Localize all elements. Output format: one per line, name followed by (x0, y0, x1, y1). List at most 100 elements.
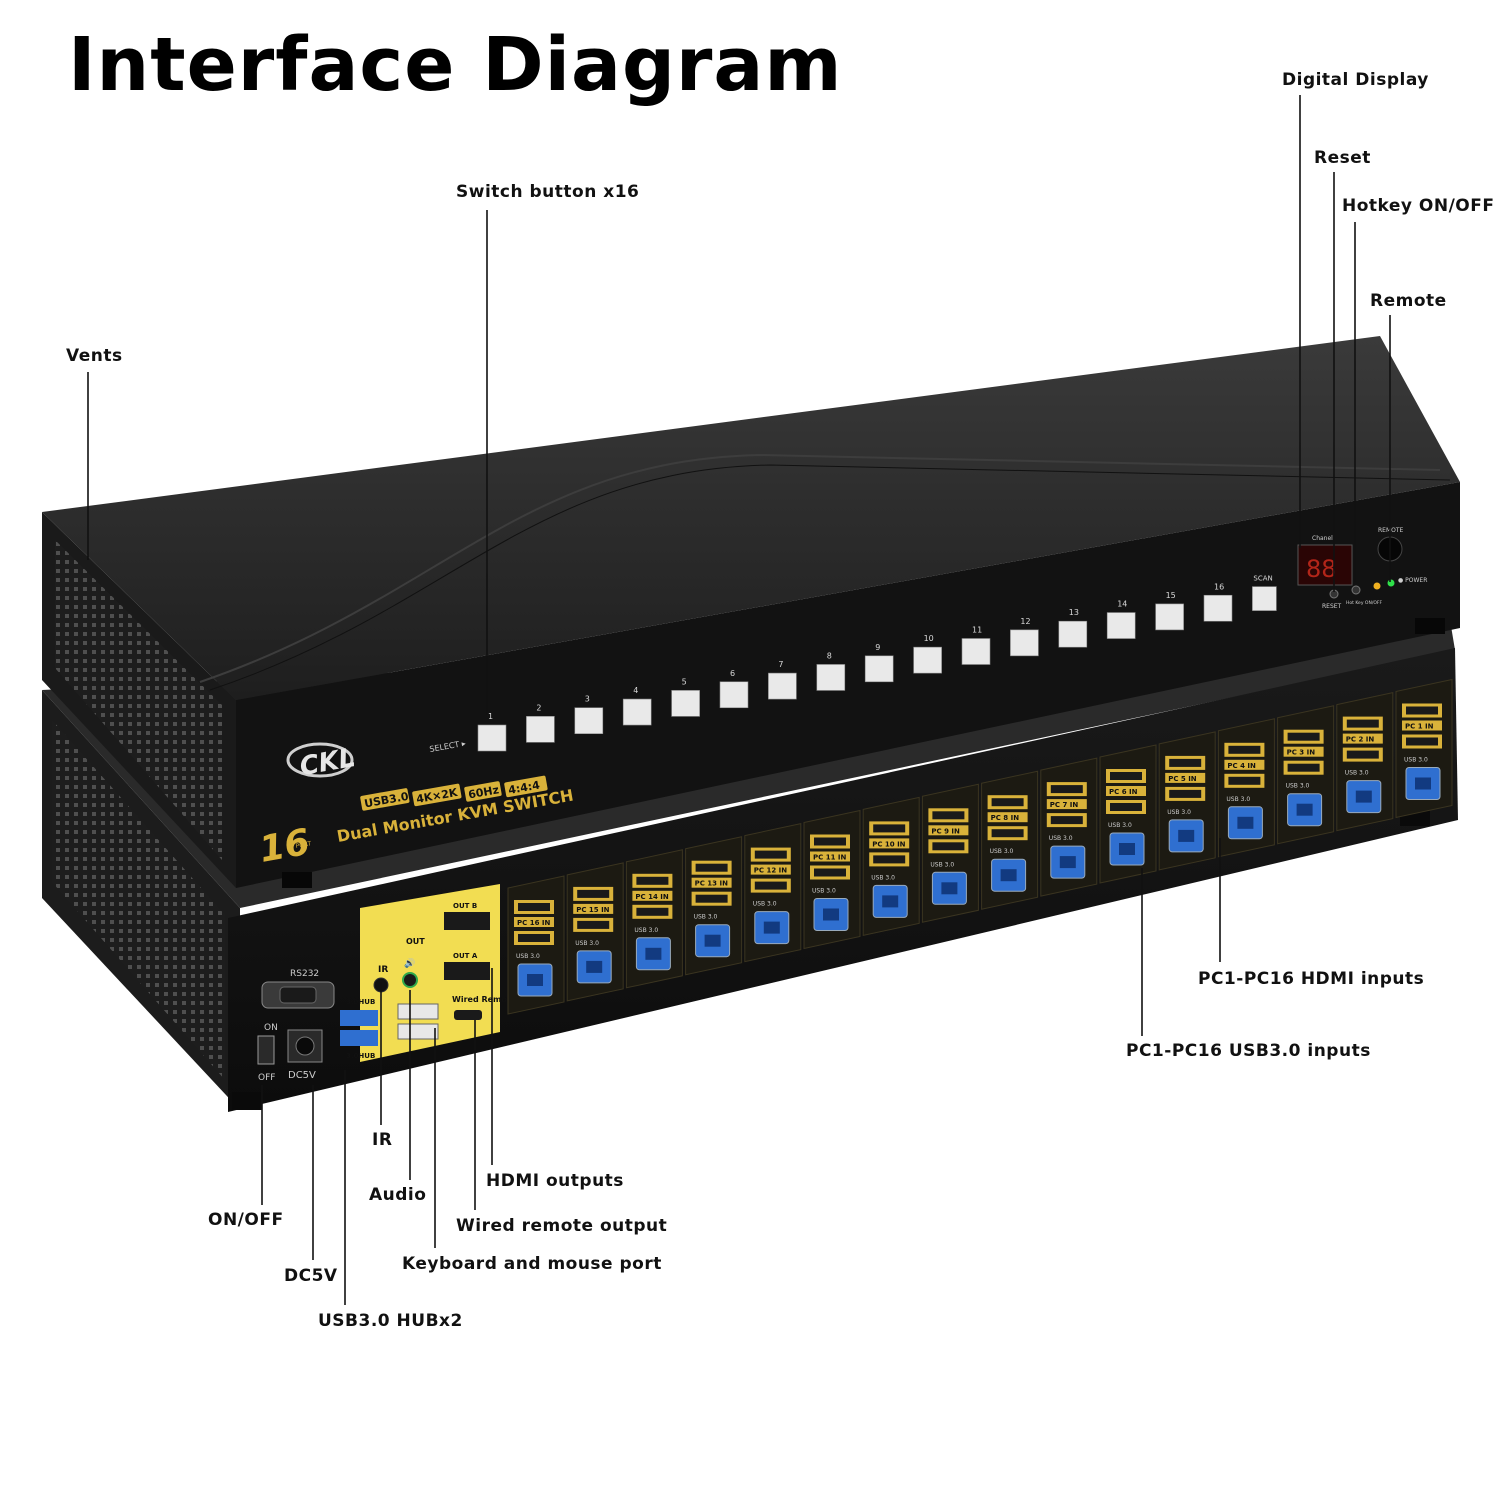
switch-button-14[interactable] (1106, 612, 1136, 639)
switch-button-number: 6 (730, 669, 735, 678)
pc-label: PC 6 IN (1109, 788, 1138, 796)
digital-display (1297, 544, 1353, 586)
pc-label: PC 1 IN (1405, 723, 1434, 731)
usb-b-input-socket (1000, 869, 1017, 882)
switch-button-4[interactable] (622, 698, 652, 726)
switch-button-number: 7 (778, 660, 783, 669)
pc-label: PC 13 IN (695, 880, 728, 888)
pc-label-plate (1106, 786, 1146, 796)
pc-label: PC 7 IN (1050, 801, 1079, 809)
spec-badge-bg (360, 788, 410, 811)
hdmi-input-b-slot (1050, 785, 1083, 794)
hdmi-input-b-slot (1169, 758, 1202, 767)
hdmi-input-a-slot (1169, 789, 1202, 798)
hdmi-input-a-slot (1346, 750, 1379, 759)
out-caption: OUT (406, 937, 425, 946)
hdmi-inputs-label: PC1-PC16 HDMI inputs (1198, 969, 1425, 989)
switch-button-5[interactable] (671, 690, 700, 717)
hdmi-input-b-slot (577, 889, 610, 898)
pc-label-plate (1224, 759, 1265, 770)
hdmi-input-b-slot (1287, 732, 1320, 741)
switch-button-7[interactable] (768, 672, 797, 700)
dc5v-label: DC5V (284, 1266, 338, 1286)
switch-button-13[interactable] (1058, 620, 1088, 648)
hdmi-input-a-slot (1287, 763, 1320, 772)
spec-badge-bg (504, 775, 548, 798)
pc-label: PC 4 IN (1227, 762, 1256, 770)
input-column-pc2: PC 2 IN USB 3.0 (1336, 691, 1394, 832)
out-b-caption: OUT B (453, 902, 477, 910)
hub-caption-bottom: 3.0HUB (346, 1052, 375, 1060)
spec-badge-bg (412, 783, 462, 807)
dc5v-caption: DC5V (288, 1070, 316, 1081)
switch-button-number: 9 (875, 643, 880, 652)
usb-b-input-socket (1178, 829, 1195, 842)
usb-label: USB 3.0 (930, 861, 954, 868)
wired-remote-port (454, 1010, 482, 1020)
ir-caption: IR (378, 965, 388, 975)
switch-button-6[interactable] (719, 681, 749, 709)
usb-b-input-socket (1415, 777, 1431, 790)
switch-button-number: 13 (1069, 608, 1079, 617)
power-switch[interactable] (257, 1035, 275, 1065)
pc-label: PC 11 IN (813, 854, 846, 862)
pc-label-plate (1342, 733, 1383, 744)
switch-button-1[interactable] (477, 724, 507, 752)
hdmi-input-a-slot (814, 868, 846, 877)
hdmi-input-a-slot (1406, 737, 1438, 746)
usb-label: USB 3.0 (516, 953, 540, 960)
switch-button-number: 10 (924, 634, 934, 643)
on-off-label: ON/OFF (208, 1210, 284, 1230)
hdmi-input-a-slot (991, 829, 1024, 838)
usb-b-input-socket (1237, 816, 1254, 829)
power-led (1387, 579, 1395, 587)
switch-button-12[interactable] (1010, 629, 1039, 657)
pc-label-plate (1402, 720, 1442, 731)
switch-button-number: 16 (1214, 582, 1224, 591)
hdmi-input-a-slot (754, 881, 787, 890)
pc-label-plate (1283, 746, 1324, 757)
usb-b-input-socket (704, 934, 721, 947)
switch-button-number: 11 (972, 626, 982, 635)
on-caption: ON (264, 1023, 278, 1033)
usb-label: USB 3.0 (1345, 770, 1369, 777)
pc-label: PC 2 IN (1346, 736, 1375, 744)
hdmi-input-a-slot (1050, 816, 1083, 825)
model-number: 16 (256, 822, 312, 871)
off-caption: OFF (258, 1073, 275, 1083)
hdmi-input-a-slot (873, 855, 906, 864)
switch-button-16[interactable] (1203, 594, 1233, 622)
wired-remote-output-label: Wired remote output (456, 1216, 668, 1236)
hdmi-input-b-slot (754, 850, 787, 859)
switch-button-9[interactable] (864, 655, 894, 683)
pc-label: PC 5 IN (1168, 775, 1197, 783)
switch-button-11[interactable] (961, 638, 991, 665)
spec-badge-bg (464, 781, 502, 802)
hdmi-input-b-slot (873, 824, 906, 833)
usb-label: USB 3.0 (634, 927, 658, 934)
scan-button[interactable] (1252, 586, 1277, 611)
hub-caption-top: 3.0HUB (346, 998, 375, 1006)
switch-button-3[interactable] (574, 707, 604, 735)
hotkey-button[interactable] (1351, 585, 1361, 595)
usb-hub-port-1 (340, 1010, 378, 1026)
switch-button-15[interactable] (1155, 603, 1184, 631)
usb-label: USB 3.0 (1226, 796, 1250, 803)
switch-button-2[interactable] (526, 716, 555, 743)
pc-label-plate (1165, 772, 1206, 783)
switch-button-8[interactable] (816, 664, 846, 691)
switch-button-number: 8 (827, 651, 832, 660)
switch-button-10[interactable] (913, 646, 942, 674)
switch-button-label: Switch button x16 (456, 182, 640, 202)
usb-inputs-label: PC1-PC16 USB3.0 inputs (1126, 1041, 1371, 1061)
keyboard-mouse-port-2 (397, 1023, 439, 1040)
spec-badge-text: 60Hz (467, 783, 500, 801)
dc-jack (295, 1036, 315, 1056)
display-digits: 88 (1306, 555, 1337, 583)
